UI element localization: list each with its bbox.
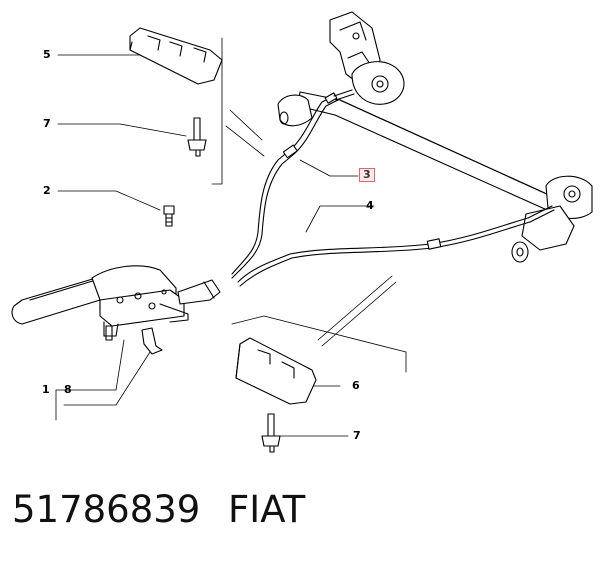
part-5-bracket: [129, 27, 223, 85]
leader-lines: [55, 54, 375, 437]
brand-name: FIAT: [228, 488, 306, 531]
callout-8: 8: [64, 383, 72, 396]
callout-1: 1: [42, 383, 50, 396]
part-number: 51786839: [12, 488, 201, 531]
part-7-bolt-bottom: [261, 413, 281, 453]
callout-5: 5: [43, 48, 51, 61]
rear-axle-assembly: [277, 11, 593, 263]
callout-7-top: 7: [43, 117, 51, 130]
part-7-bolt-top: [187, 117, 207, 157]
callout-3-highlighted: 3: [359, 168, 375, 182]
part-2-screw: [163, 205, 175, 227]
callout-2: 2: [43, 184, 51, 197]
cable-4: [237, 205, 555, 287]
callout-6: 6: [352, 379, 360, 392]
callout-7-bottom: 7: [353, 429, 361, 442]
guide-lines: [211, 37, 407, 373]
cable-3: [231, 89, 355, 279]
handbrake-lever: [11, 265, 221, 355]
part-6-bracket: [235, 337, 317, 405]
callout-4: 4: [366, 199, 374, 212]
